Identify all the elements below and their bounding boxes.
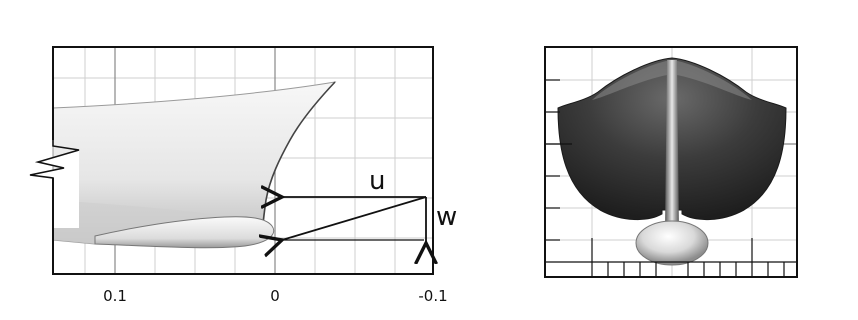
side-view-frame (52, 46, 434, 275)
body-plan-baseline-ticks (545, 238, 797, 277)
x-tick-label: 0.1 (103, 287, 127, 305)
resultant-arrow (282, 196, 427, 240)
body-plan-panel (544, 46, 798, 278)
body-plan-bulb (635, 220, 709, 266)
u-label: u (369, 166, 385, 196)
break-line (29, 140, 80, 274)
break-mark (30, 150, 79, 228)
side-view-panel: u w 0.1 0 -0.1 (29, 46, 457, 305)
body-plan-left-ticks (545, 79, 572, 241)
body-plan-stem (665, 60, 679, 232)
bulbous-bow (94, 216, 275, 249)
body-plan-frame (544, 46, 798, 278)
velocity-vectors (282, 197, 426, 243)
w-label: w (436, 202, 457, 232)
x-tick-label: 0 (270, 287, 280, 305)
bow-stem-edge (262, 81, 336, 229)
x-tick-label: -0.1 (418, 287, 447, 305)
